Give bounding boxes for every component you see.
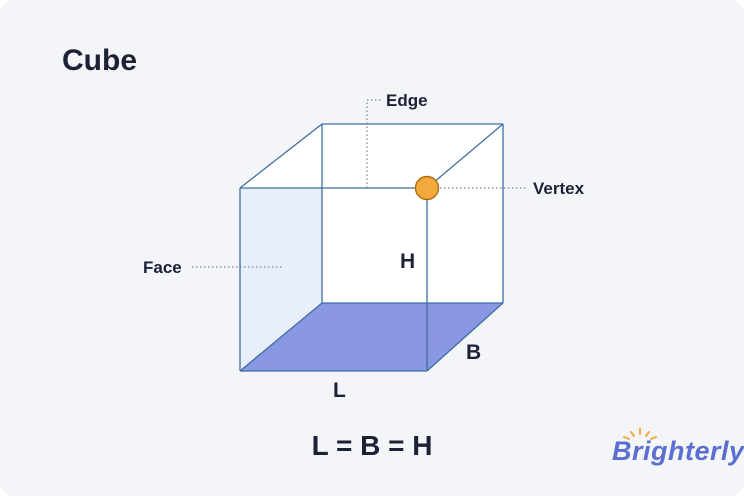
height-label: H (400, 250, 415, 273)
brand-logo: Brighterly (612, 436, 744, 466)
sun-rays-icon (623, 428, 657, 440)
edge-leader-line (366, 99, 382, 188)
edge-line (239, 123, 323, 189)
page-title: Cube (62, 44, 137, 77)
top-face (240, 124, 503, 188)
edge-line (239, 302, 323, 372)
face-label: Face (143, 258, 182, 277)
edge-line (426, 302, 504, 372)
length-label: L (333, 379, 346, 402)
cube-edges (239, 123, 504, 372)
breadth-label: B (466, 341, 481, 364)
bottom-face (240, 303, 503, 371)
edge-line (426, 123, 504, 189)
edge-label: Edge (386, 91, 428, 110)
vertex-label: Vertex (533, 179, 585, 198)
vertex-dot (414, 175, 440, 201)
formula-text: L = B = H (311, 430, 433, 461)
